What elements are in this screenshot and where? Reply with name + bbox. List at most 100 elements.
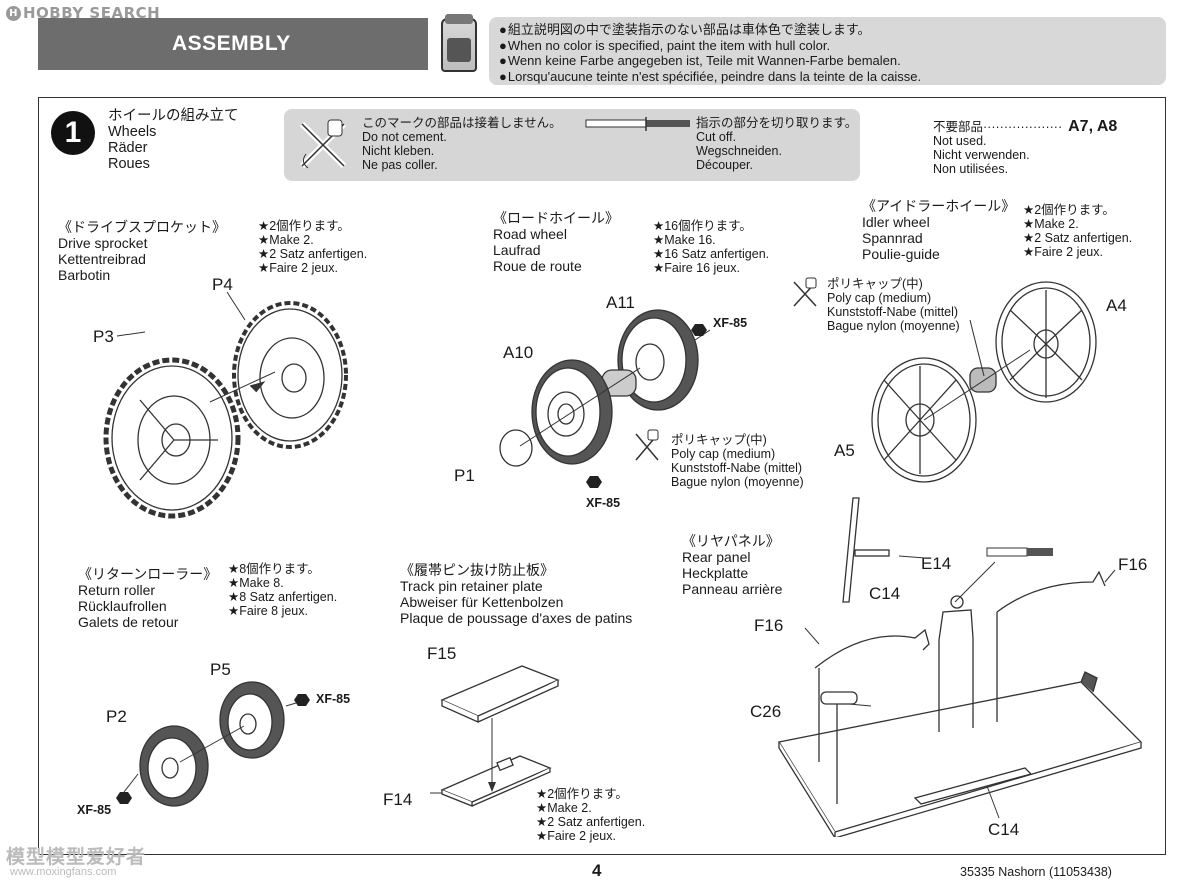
road-wheel-polycap-de: Kunststoff-Nabe (mittel) xyxy=(671,461,803,475)
return-roller-en: Return roller xyxy=(78,582,156,598)
road-wheel-de: Laufrad xyxy=(493,242,541,258)
rear-panel-title: 《リヤパネル》 Rear panel Heckplatte Panneau ar… xyxy=(682,533,782,597)
part-label-a5: A5 xyxy=(834,441,855,460)
rear-panel-en: Rear panel xyxy=(682,549,751,565)
no-cement-de: Nicht kleben. xyxy=(362,144,435,158)
cut-off-ja: 指示の部分を切り取ります。 xyxy=(696,116,858,130)
idler-wheel-make-en: ★Make 2. xyxy=(1023,217,1079,231)
drive-sprocket-title: 《ドライブスプロケット》 Drive sprocket Kettentreibr… xyxy=(58,219,226,283)
track-pin-de: Abweiser für Kettenbolzen xyxy=(400,594,564,610)
idler-wheel-de: Spannrad xyxy=(862,230,923,246)
track-pin-title: 《履帯ピン抜け防止板》 Track pin retainer plate Abw… xyxy=(400,562,632,626)
cut-off-en: Cut off. xyxy=(696,130,737,144)
part-label-p1: P1 xyxy=(454,466,475,485)
road-wheel-make-ja: ★16個作ります。 xyxy=(653,219,752,233)
return-roller-make-fr: ★Faire 8 jeux. xyxy=(228,604,308,618)
track-pin-fr: Plaque de poussage d'axes de patins xyxy=(400,610,633,626)
idler-polycap-ja: ポリキャップ(中) xyxy=(827,277,923,291)
step-title-fr: Roues xyxy=(108,156,150,172)
no-cement-icon xyxy=(793,277,817,307)
step-number: 1 xyxy=(51,111,95,155)
drive-sprocket-ja: 《ドライブスプロケット》 xyxy=(58,219,226,235)
road-wheel-make-fr: ★Faire 16 jeux. xyxy=(653,261,740,275)
paint-label-xf85: XF-85 xyxy=(586,496,621,510)
idler-wheel-make-fr: ★Faire 2 jeux. xyxy=(1023,245,1103,259)
road-wheel-polycap-ja: ポリキャップ(中) xyxy=(671,433,767,447)
paint-label-xf85: XF-85 xyxy=(316,692,351,706)
step-title-en: Wheels xyxy=(108,124,157,140)
part-label-p2: P2 xyxy=(106,707,127,726)
drive-sprocket-de: Kettentreibrad xyxy=(58,251,146,267)
page-number: 4 xyxy=(592,861,602,880)
drive-sprocket-make-de: ★2 Satz anfertigen. xyxy=(258,247,368,261)
return-roller-diagram xyxy=(116,681,310,807)
rear-panel-ja: 《リヤパネル》 xyxy=(682,533,780,549)
no-cement-icon xyxy=(299,119,347,169)
rear-panel-fr: Panneau arrière xyxy=(682,581,783,597)
idler-wheel-fr: Poulie-guide xyxy=(862,246,940,262)
paint-label-xf85: XF-85 xyxy=(713,316,748,330)
part-label-p3: P3 xyxy=(93,327,114,346)
part-label-f16: F16 xyxy=(1118,555,1148,574)
return-roller-make-en: ★Make 8. xyxy=(228,576,284,590)
part-label-p5: P5 xyxy=(210,660,231,679)
part-label-c14: C14 xyxy=(988,820,1020,839)
step-title-de: Räder xyxy=(108,140,148,156)
part-label-e14: E14 xyxy=(921,554,952,573)
road-wheel-polycap: ポリキャップ(中) Poly cap (medium) Kunststoff-N… xyxy=(671,433,804,489)
part-label-f16: F16 xyxy=(754,616,784,635)
paint-label-xf85: XF-85 xyxy=(77,803,112,817)
part-label-c14: C14 xyxy=(869,584,901,603)
idler-wheel-make-de: ★2 Satz anfertigen. xyxy=(1023,231,1133,245)
return-roller-make-de: ★8 Satz anfertigen. xyxy=(228,590,338,604)
no-cement-en: Do not cement. xyxy=(362,130,447,144)
step-title: ホイールの組み立て Wheels Räder Roues xyxy=(108,108,239,172)
idler-wheel-make-ja: ★2個作ります。 xyxy=(1023,203,1115,217)
rear-panel-de: Heckplatte xyxy=(682,565,749,581)
paint-jar-icon xyxy=(441,14,477,72)
drive-sprocket-make-ja: ★2個作ります。 xyxy=(258,219,350,233)
idler-wheel-title: 《アイドラーホイール》 Idler wheel Spannrad Poulie-… xyxy=(862,198,1015,262)
hull-note-de: Wenn keine Farbe angegeben ist, Teile mi… xyxy=(499,53,1156,69)
step-title-ja: ホイールの組み立て xyxy=(108,108,239,124)
road-wheel-fr: Roue de route xyxy=(493,258,582,274)
cut-off-fr: Découper. xyxy=(696,158,753,172)
legend-cut-off: 指示の部分を切り取ります。 Cut off. Wegschneiden. Déc… xyxy=(696,116,857,172)
return-roller-title: 《リターンローラー》 Return roller Rücklaufrollen … xyxy=(78,566,217,630)
track-pin-en: Track pin retainer plate xyxy=(400,578,543,594)
part-label-f15: F15 xyxy=(427,644,457,663)
road-wheel-ja: 《ロードホイール》 xyxy=(493,210,619,226)
site-logo-mark: H xyxy=(6,6,21,21)
hull-note-en: When no color is specified, paint the it… xyxy=(499,38,1156,54)
part-label-a10: A10 xyxy=(503,343,534,362)
return-roller-make: ★8個作ります。 ★Make 8. ★8 Satz anfertigen. ★F… xyxy=(228,562,337,618)
section-header-bar xyxy=(38,18,428,70)
drive-sprocket-make: ★2個作ります。 ★Make 2. ★2 Satz anfertigen. ★F… xyxy=(258,219,367,275)
idler-polycap-de: Kunststoff-Nabe (mittel) xyxy=(827,305,959,319)
return-roller-fr: Galets de retour xyxy=(78,614,179,630)
cut-off-icon xyxy=(585,117,690,131)
no-cement-ja: このマークの部品は接着しません。 xyxy=(362,116,562,130)
track-pin-make-fr: ★Faire 2 jeux. xyxy=(536,829,616,843)
road-wheel-polycap-en: Poly cap (medium) xyxy=(671,447,776,461)
part-label-f14: F14 xyxy=(383,790,413,809)
idler-wheel-en: Idler wheel xyxy=(862,214,930,230)
hull-color-note: 組立説明図の中で塗装指示のない部品は車体色で塗装します。 When no col… xyxy=(489,17,1166,85)
part-label-p4: P4 xyxy=(212,275,233,294)
idler-wheel-ja: 《アイドラーホイール》 xyxy=(862,198,1016,214)
no-cement-icon xyxy=(635,429,659,461)
road-wheel-diagram xyxy=(499,309,711,488)
drive-sprocket-en: Drive sprocket xyxy=(58,235,148,251)
rear-panel-diagram xyxy=(777,497,1143,837)
idler-polycap: ポリキャップ(中) Poly cap (medium) Kunststoff-N… xyxy=(827,277,960,333)
not-used-de: Nicht verwenden. xyxy=(933,148,1030,162)
track-pin-make-en: ★Make 2. xyxy=(536,801,592,815)
legend-box xyxy=(284,109,860,181)
road-wheel-make-de: ★16 Satz anfertigen. xyxy=(653,247,770,261)
track-pin-diagram xyxy=(430,665,560,807)
drive-sprocket-fr: Barbotin xyxy=(58,267,111,283)
idler-polycap-en: Poly cap (medium) xyxy=(827,291,932,305)
part-label-a4: A4 xyxy=(1106,296,1127,315)
road-wheel-title: 《ロードホイール》 Road wheel Laufrad Roue de rou… xyxy=(493,210,619,274)
